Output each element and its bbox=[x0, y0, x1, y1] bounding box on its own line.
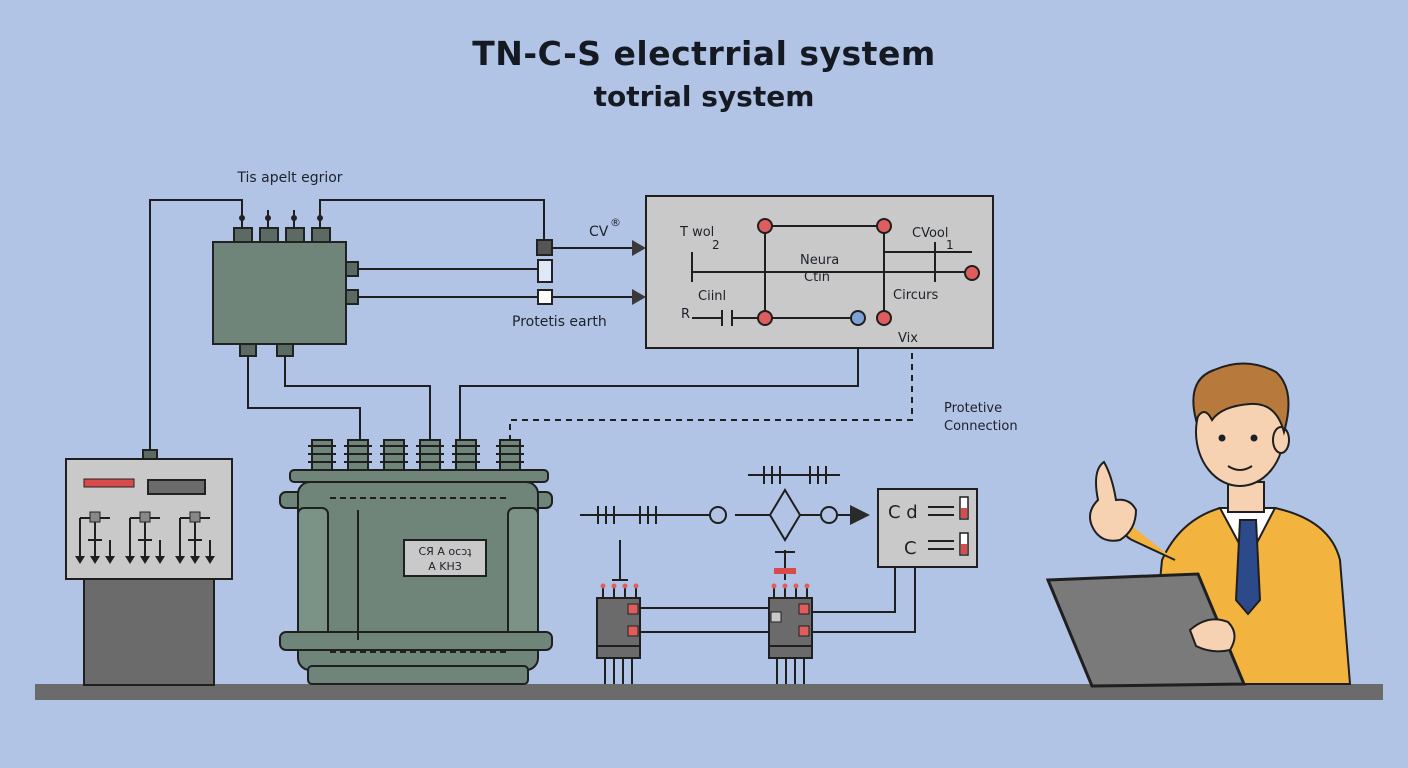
tablet-icon bbox=[1045, 572, 1247, 688]
meter-label-cd: C d bbox=[888, 502, 918, 523]
diagram-subtitle: totrial system bbox=[593, 80, 815, 113]
panel-label-t-wol: T wol bbox=[679, 225, 714, 240]
panel-label-cvool: CVool bbox=[912, 226, 948, 241]
fuse-element bbox=[537, 259, 553, 283]
arrow-head-2 bbox=[632, 289, 646, 305]
panel-label-2: 2 bbox=[712, 238, 720, 252]
distribution-panel bbox=[645, 195, 994, 349]
vix-label: Vix bbox=[898, 331, 918, 346]
meter-label-c: C bbox=[904, 538, 917, 559]
cv-superscript: ® bbox=[610, 216, 621, 229]
connector-block bbox=[536, 239, 553, 256]
breaker-right bbox=[768, 568, 813, 684]
diagram-title: TN-C-S electrrial system bbox=[472, 34, 936, 73]
transformer-plate-line2: A ΚНЗ bbox=[428, 560, 462, 573]
panel-label-1: 1 bbox=[946, 238, 954, 252]
wiring bbox=[149, 199, 916, 633]
panel-label-ciinl: Ciinl bbox=[698, 289, 726, 304]
protective-connection-label-line1: Protetive bbox=[944, 401, 1002, 416]
lower-node-right bbox=[820, 506, 838, 524]
transformer-plate-line1: CЯ A ocɔʇ bbox=[419, 545, 473, 558]
supply-label: Tis apelt egrior bbox=[236, 170, 342, 186]
protective-connection-line bbox=[509, 342, 913, 440]
rectifier-diamond bbox=[768, 488, 802, 542]
lower-node-left bbox=[709, 506, 727, 524]
meter-box bbox=[877, 488, 978, 568]
panel-label-neura: Neura bbox=[800, 253, 839, 268]
panel-label-r: R bbox=[681, 307, 690, 322]
panel-label-ctin: Ctin bbox=[804, 270, 830, 285]
breaker-left bbox=[596, 583, 641, 684]
earth-terminal bbox=[537, 289, 553, 305]
control-unit bbox=[212, 215, 359, 357]
transformer bbox=[279, 439, 553, 685]
ground-floor bbox=[35, 684, 1383, 700]
protective-earth-label: Protetis earth bbox=[512, 314, 607, 330]
panel-label-circurs: Circurs bbox=[893, 288, 938, 303]
lower-circuit-ticks bbox=[597, 466, 827, 524]
switchgear-cabinet bbox=[65, 449, 233, 686]
cv-label: CV bbox=[589, 224, 609, 240]
arrow-head-1 bbox=[632, 240, 646, 256]
protective-connection-label-line2: Connection bbox=[944, 419, 1018, 434]
